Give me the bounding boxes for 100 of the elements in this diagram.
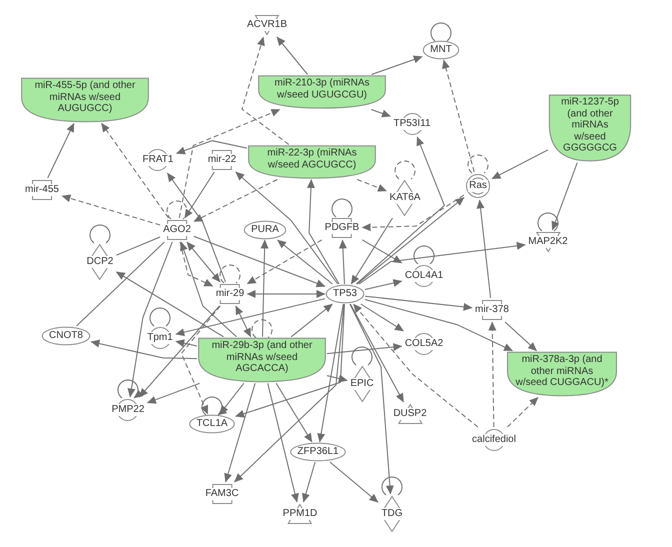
arrow <box>552 162 578 230</box>
rounded-node: miR-210-3p (miRNAs w/seed UGUGCGU) <box>258 76 386 108</box>
self-loop-line <box>538 212 558 232</box>
rounded-node: miR-455-5p (and other miRNAs w/seed AUGUGCC) <box>21 78 149 122</box>
dashed-arrow <box>246 239 322 284</box>
arrow <box>349 304 394 494</box>
arrow <box>360 304 404 332</box>
arrow <box>370 109 391 118</box>
arrow <box>234 304 344 482</box>
dashed-arrow <box>241 36 290 145</box>
self-loop-dashed-line <box>252 319 272 338</box>
arrow <box>276 382 312 442</box>
ellipse-node: CNOT8 <box>42 327 90 345</box>
self-loop-line <box>382 476 402 496</box>
circle-node: COL4A1 <box>402 264 446 288</box>
dashed-arrow <box>180 306 221 414</box>
arrow <box>302 462 316 502</box>
self-loop-line <box>352 346 372 366</box>
ellipse-node: ZFP36L1 <box>290 443 346 461</box>
arrow <box>317 304 344 442</box>
circle-node: TP53I11 <box>391 112 433 136</box>
arrow <box>356 196 464 284</box>
arrow <box>166 172 226 282</box>
arrow <box>138 306 220 398</box>
arrow <box>356 136 445 284</box>
dashed-arrow <box>180 242 214 287</box>
self-loop-dashed-line <box>220 264 240 284</box>
ellipse-node: TCL1A <box>189 415 235 433</box>
arrow <box>180 242 237 338</box>
arrow <box>146 382 200 404</box>
arrow <box>492 149 548 180</box>
ellipse-node: MNT <box>423 41 459 59</box>
arrow <box>504 322 538 352</box>
dashed-arrow <box>62 194 161 226</box>
dashed-arrow <box>362 194 464 232</box>
arrow <box>326 343 402 354</box>
arrow <box>175 339 198 348</box>
dashed-arrow <box>101 122 169 218</box>
arrow <box>193 236 326 288</box>
arrow <box>128 242 173 398</box>
self-loop-dashed-line <box>468 154 488 174</box>
ellipse-node: TP53 <box>326 285 364 303</box>
arrow <box>116 271 224 338</box>
self-loop-arrow <box>202 396 228 416</box>
double-circle-node: Ras <box>465 173 491 199</box>
arrow <box>267 382 299 502</box>
arrow <box>224 382 256 482</box>
self-loop-line <box>332 198 352 218</box>
rounded-node: miR-1237-5p (and other miRNAs w/seed GGGGGCG <box>549 94 631 162</box>
arrow <box>358 242 526 284</box>
self-loop-line <box>150 308 170 326</box>
line <box>116 236 161 256</box>
self-loop-line <box>414 246 434 264</box>
ellipse-node: PURA <box>244 221 286 239</box>
rounded-node: miR-378a-3p (and other miRNAs w/seed CUGGACU)* <box>507 352 617 396</box>
arrow <box>350 218 393 284</box>
diamond-node: TDG <box>379 495 405 533</box>
dashed-arrow <box>506 396 538 428</box>
arrow <box>329 462 378 503</box>
arrow <box>260 240 269 338</box>
arrow <box>176 140 248 154</box>
arrow <box>364 279 402 290</box>
circle-node: COL5A2 <box>402 332 446 356</box>
self-loop-line <box>90 224 110 244</box>
arrow <box>235 306 252 338</box>
rounded-node: miR-29b-3p (and other miRNAs w/seed AGCACCA) <box>198 338 326 382</box>
diamond-node: DCP2 <box>84 243 116 281</box>
arrow <box>290 304 333 338</box>
self-loop-arrow <box>118 380 144 398</box>
arrow <box>235 172 338 284</box>
dashed-arrow <box>442 60 475 172</box>
dashed-arrow <box>352 304 478 428</box>
self-loop-dashed-line <box>166 200 188 220</box>
arrow <box>338 240 347 284</box>
circle-node: calcifediol <box>470 428 518 452</box>
diamond-node: EPIC <box>348 365 376 403</box>
arrow <box>184 172 215 218</box>
arrow <box>326 374 348 382</box>
arrow <box>362 239 402 264</box>
arrow <box>350 304 404 402</box>
rounded-node: miR-22-3p (miRNAs w/seed AGCUGCC) <box>248 146 376 178</box>
arrow <box>364 296 472 311</box>
arrow <box>186 242 221 282</box>
arrow <box>364 299 513 352</box>
arrow <box>246 290 326 298</box>
arrow <box>90 340 198 360</box>
arrow <box>277 240 333 284</box>
self-loop-line <box>430 22 452 42</box>
arrow <box>235 304 345 418</box>
line <box>76 242 165 326</box>
arrow <box>47 122 74 178</box>
dashed-arrow <box>488 322 496 428</box>
dashed-arrow <box>193 179 278 222</box>
arrow <box>371 56 423 75</box>
dashed-arrow <box>356 179 387 192</box>
arrow <box>276 36 308 75</box>
self-loop-dashed-line <box>394 160 416 180</box>
arrow <box>476 200 492 298</box>
arrow <box>306 179 340 284</box>
arrow <box>175 298 326 336</box>
